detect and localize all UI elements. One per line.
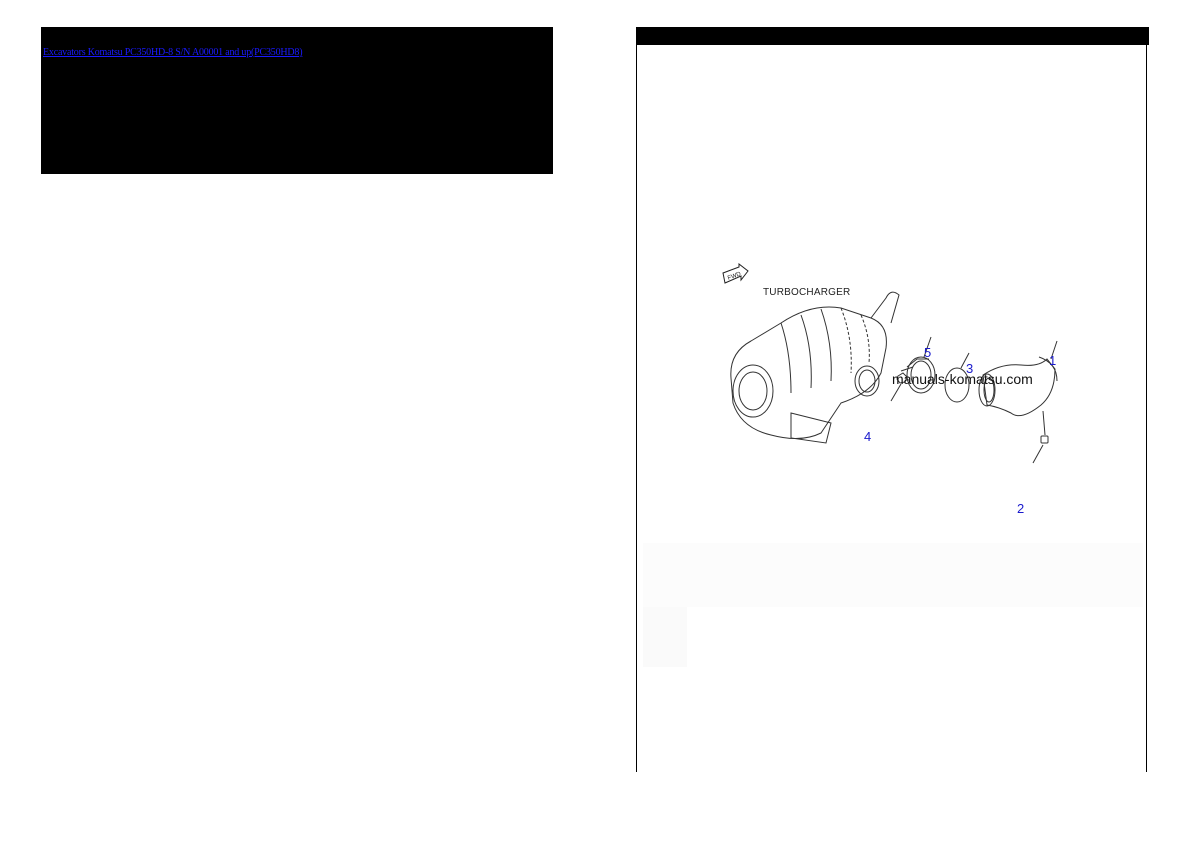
parts-diagram: TURBOCHARGER FWD manuals-komatsu.com 1 2… (721, 263, 1061, 516)
breadcrumb-link[interactable]: Excavators Komatsu PC350HD-8 S/N A00001 … (43, 47, 303, 58)
callout-4: 4 (864, 429, 872, 444)
callout-3: 3 (966, 361, 974, 376)
svg-text:FWD: FWD (727, 271, 743, 282)
callout-2: 2 (1017, 501, 1025, 516)
callout-5: 5 (924, 345, 932, 360)
turbocharger-label: TURBOCHARGER (763, 287, 851, 298)
turbocharger-drawing (730, 291, 1058, 464)
parts-diagram-panel: TURBOCHARGER FWD manuals-komatsu.com 1 2… (636, 27, 1149, 772)
watermark-text: manuals-komatsu.com (892, 371, 1033, 387)
fwd-arrow-icon: FWD (722, 263, 749, 284)
callout-1: 1 (1049, 353, 1057, 368)
blank-content-area (643, 543, 1143, 607)
header-banner: Excavators Komatsu PC350HD-8 S/N A00001 … (41, 27, 553, 174)
panel-header-bar (636, 27, 1149, 45)
blank-content-strip (643, 607, 687, 667)
